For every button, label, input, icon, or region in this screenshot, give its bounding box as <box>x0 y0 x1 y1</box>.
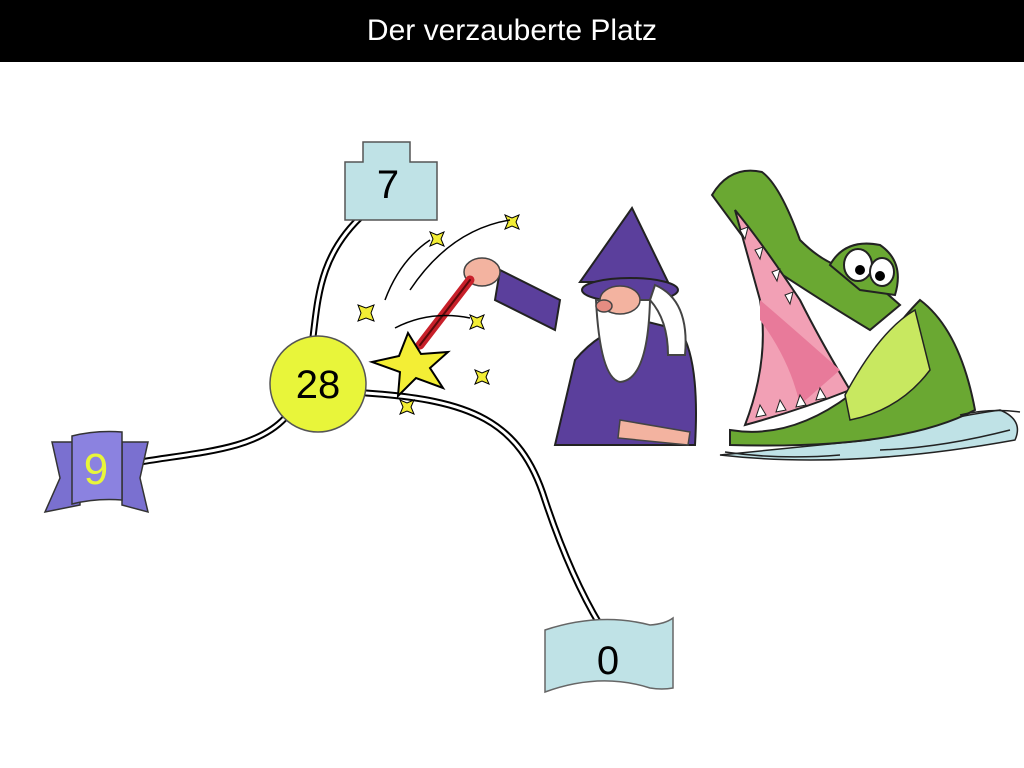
cross-shape <box>344 141 438 221</box>
crocodile-icon <box>710 169 1021 461</box>
node-left: 9 <box>43 430 150 514</box>
road-to-bottom <box>362 389 604 629</box>
water-ripples <box>724 409 1021 458</box>
sparkle-trails <box>384 219 511 329</box>
node-bottom: 0 <box>544 616 674 694</box>
magic-star-icon <box>368 330 451 399</box>
node-center-value: 28 <box>296 363 341 407</box>
node-top: 7 <box>344 141 438 221</box>
node-bottom-value: 0 <box>597 639 619 683</box>
flag-shape <box>544 616 674 694</box>
ribbon-back-right <box>121 441 150 514</box>
sparkles <box>357 214 520 415</box>
node-left-value: 9 <box>84 445 108 494</box>
ribbon-front <box>71 430 123 505</box>
wizard-icon <box>463 206 697 446</box>
node-center: 28 <box>269 335 367 433</box>
crocodile-teeth <box>739 226 827 418</box>
page-title: Der verzauberte Platz <box>0 0 1024 62</box>
road-to-left <box>136 414 289 466</box>
node-top-value: 7 <box>377 163 399 207</box>
road-to-top <box>308 209 369 349</box>
connection-roads <box>136 209 604 629</box>
